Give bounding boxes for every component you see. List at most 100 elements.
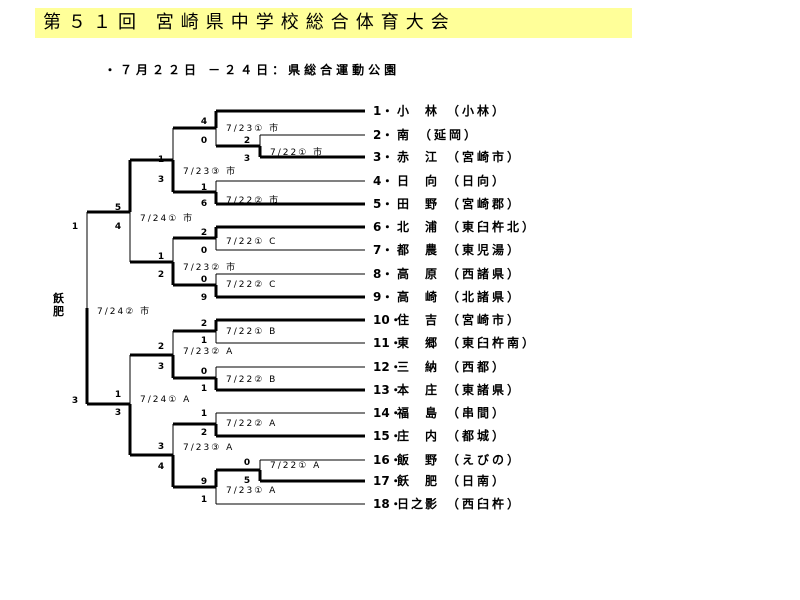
match-label: 7/23① A (226, 486, 278, 496)
team-entry: 11・東 郷（東臼杵南） (373, 335, 537, 351)
team-entry: 15・庄 内 （都城） (373, 428, 507, 444)
match-label: 7/22① B (226, 327, 278, 337)
team-region: （宮崎市） (447, 313, 523, 327)
team-region: （えびの） (447, 453, 523, 467)
team-name: 南 (397, 128, 412, 142)
score: 5 (114, 203, 122, 213)
match-label: 7/22① C (226, 237, 278, 247)
score: 4 (200, 117, 208, 127)
team-region: （北諸県） (447, 290, 523, 304)
match-label: 7/22② B (226, 375, 278, 385)
team-name: 高 原 (397, 267, 440, 281)
score: 0 (200, 367, 208, 377)
team-region: （東臼杵北） (447, 220, 538, 234)
team-number: 17・ (373, 474, 402, 488)
match-label: 7/23① 市 (226, 124, 281, 134)
team-entry: 9・高 崎 （北諸県） (373, 289, 522, 305)
event-dates-venue: ・７月２２日 －２４日：県総合運動公園 (104, 63, 401, 77)
team-number: 5・ (373, 197, 394, 211)
score: 2 (243, 136, 251, 146)
score: 0 (200, 246, 208, 256)
score: 5 (243, 476, 251, 486)
team-number: 13・ (373, 383, 402, 397)
team-entry: 3・赤 江 （宮崎市） (373, 149, 522, 165)
team-region: （串間） (447, 406, 508, 420)
team-name: 本 庄 (397, 383, 440, 397)
team-number: 15・ (373, 429, 402, 443)
team-region: （都城） (447, 429, 508, 443)
score: 1 (200, 336, 208, 346)
team-region: （東臼杵南） (447, 336, 538, 350)
team-entry: 1・小 林（小林） (373, 103, 507, 119)
score: 1 (114, 390, 122, 400)
score: 2 (157, 270, 165, 280)
team-number: 16・ (373, 453, 402, 467)
team-entry: 5・田 野（宮崎郡） (373, 196, 522, 212)
team-number: 6・ (373, 220, 394, 234)
score: 9 (200, 293, 208, 303)
team-entry: 13・本 庄 （東諸県） (373, 382, 522, 398)
team-entry: 17・飫 肥（日南） (373, 473, 507, 489)
team-number: 8・ (373, 267, 394, 281)
score: 1 (200, 384, 208, 394)
team-name: 住 吉 (397, 313, 440, 327)
team-number: 12・ (373, 360, 402, 374)
team-entry: 16・飯 野（えびの） (373, 452, 522, 468)
score: 1 (200, 409, 208, 419)
score: 1 (200, 183, 208, 193)
team-name: 赤 江 (397, 150, 440, 164)
team-region: （宮崎市） (447, 150, 523, 164)
team-entry: 12・三 納 （西都） (373, 359, 507, 375)
match-label: 7/22① A (270, 461, 322, 471)
match-label: 7/24① 市 (140, 214, 195, 224)
team-name: 福 島 (397, 406, 440, 420)
score: 3 (243, 154, 251, 164)
score: 2 (200, 428, 208, 438)
score: 4 (157, 462, 165, 472)
match-label: 7/24① A (140, 395, 192, 405)
match-label: 7/23③ 市 (183, 167, 238, 177)
team-name: 庄 内 (397, 429, 440, 443)
team-region: （小林） (447, 104, 508, 118)
team-name: 三 納 (397, 360, 440, 374)
score: 2 (157, 342, 165, 352)
team-number: 7・ (373, 243, 394, 257)
team-entry: 6・北 浦 （東臼杵北） (373, 219, 537, 235)
score: 4 (114, 222, 122, 232)
team-name: 日之影 (397, 497, 440, 511)
team-number: 10・ (373, 313, 402, 327)
score: 9 (200, 477, 208, 487)
team-number: 4・ (373, 174, 394, 188)
match-label: 7/22① 市 (270, 148, 325, 158)
team-number: 3・ (373, 150, 394, 164)
match-label: 7/23② 市 (183, 263, 238, 273)
score: 3 (157, 175, 165, 185)
team-number: 11・ (373, 336, 402, 350)
team-region: （西臼杵） (447, 497, 523, 511)
page-title: 第５１回 宮崎県中学校総合体育大会 (35, 8, 632, 38)
team-region: （延岡） (419, 128, 480, 142)
team-number: 14・ (373, 406, 402, 420)
team-number: 9・ (373, 290, 394, 304)
team-name: 飫 肥 (397, 474, 440, 488)
team-region: （東諸県） (447, 383, 523, 397)
team-number: 18・ (373, 497, 402, 511)
score: 1 (200, 495, 208, 505)
team-entry: 2・南 （延岡） (373, 127, 479, 143)
score: 3 (114, 408, 122, 418)
team-name: 高 崎 (397, 290, 440, 304)
champion-label: 飫肥 (53, 292, 64, 318)
score: 3 (157, 362, 165, 372)
team-number: 2・ (373, 128, 394, 142)
match-label: 7/23② A (183, 347, 235, 357)
score: 0 (200, 275, 208, 285)
match-label: 7/24② 市 (97, 307, 152, 317)
match-label: 7/22② A (226, 419, 278, 429)
team-name: 田 野 (397, 197, 440, 211)
team-entry: 10・住 吉 （宮崎市） (373, 312, 522, 328)
team-region: （日向） (447, 174, 508, 188)
team-name: 北 浦 (397, 220, 440, 234)
team-entry: 7・都 農（東児湯） (373, 242, 522, 258)
team-region: （西都） (447, 360, 508, 374)
